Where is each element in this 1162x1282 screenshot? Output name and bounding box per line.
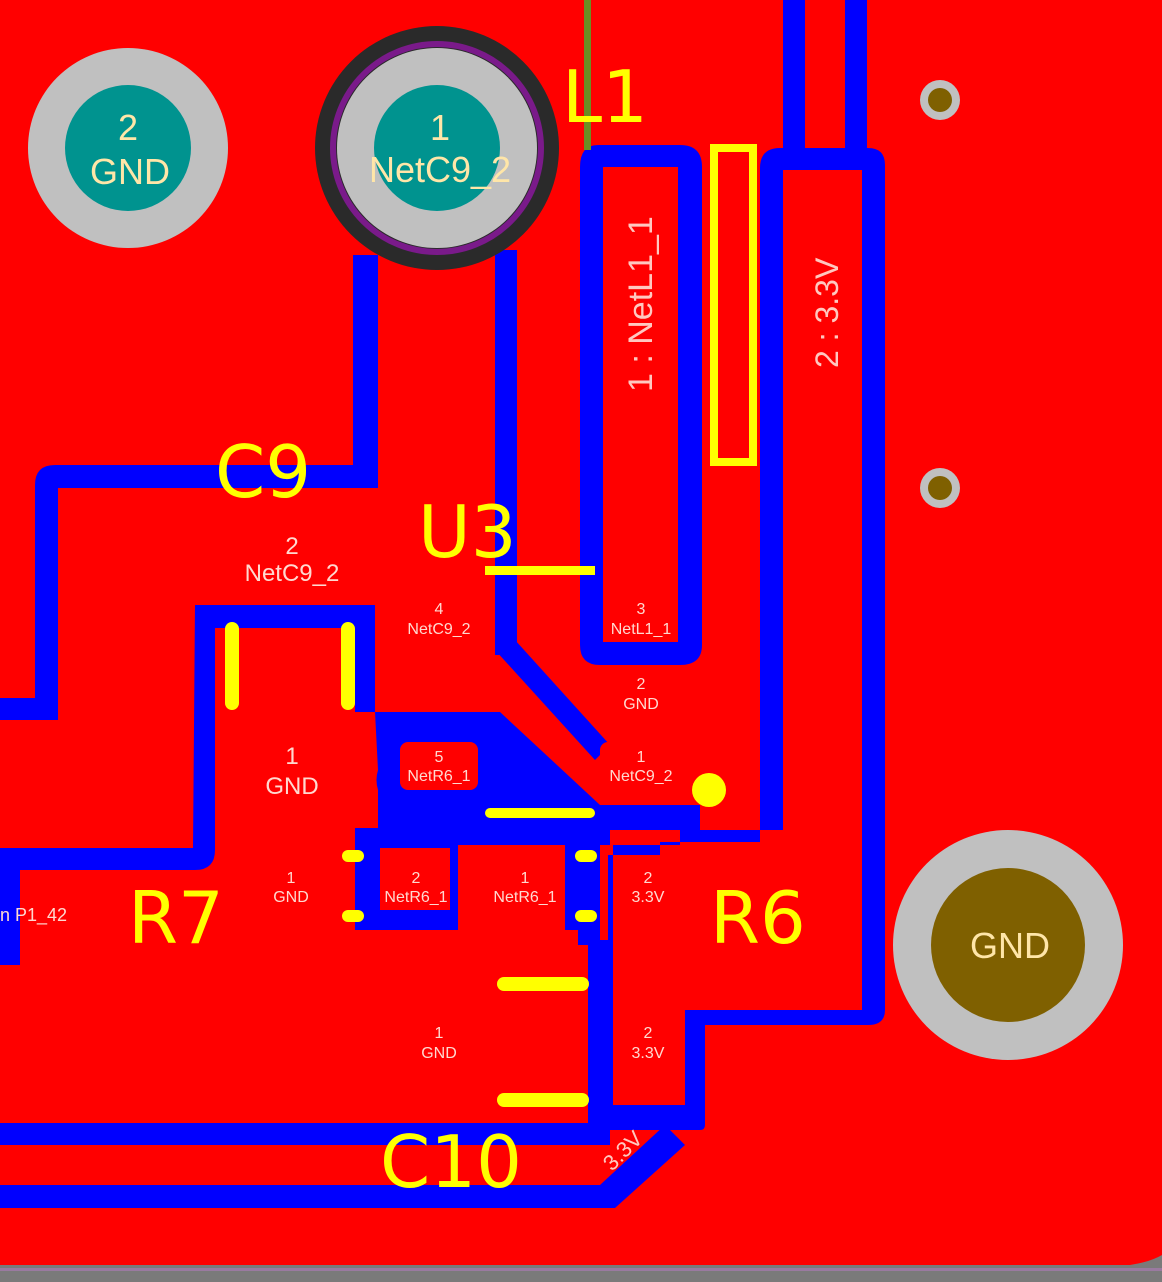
netc9-pad-net: NetC9_2: [369, 149, 511, 190]
r7-silk-dot-top: [342, 850, 364, 862]
r7-pad2: [380, 848, 450, 910]
c9-pad1-net: GND: [265, 773, 318, 800]
diagonal-trace: [495, 640, 610, 760]
l1-pad2-label: 2 : 3.3V: [809, 257, 845, 368]
c9-left-trace: [0, 255, 378, 720]
r6-pad1-number: 1: [521, 870, 530, 887]
designator-l1[interactable]: L1: [562, 55, 648, 139]
u3-pad1-number: 1: [637, 749, 646, 766]
c10-right-edge: [588, 940, 610, 1145]
c10-pad2-net: 3.3V: [632, 1045, 665, 1062]
gnd-pad-net: GND: [90, 151, 170, 192]
l1-pad1-label: 1 : NetL1_1: [622, 216, 660, 392]
copper-pads: [380, 167, 678, 910]
mount-hole-center: [931, 868, 1085, 1022]
c10-silk-top: [497, 977, 589, 991]
u3-silk-lower: [485, 808, 595, 818]
c9-silk-right: [341, 622, 355, 710]
designator-c9[interactable]: C9: [215, 430, 311, 514]
gnd-pad-number: 2: [118, 107, 138, 148]
netc9-pad-hole: [374, 85, 500, 211]
mount-hole-gnd[interactable]: GND: [893, 830, 1123, 1060]
c10-pad2-number: 2: [644, 1025, 653, 1042]
board-edge-line: [0, 1268, 1162, 1271]
l1-pad1-clearance: [580, 145, 702, 665]
u3-pad5: [400, 742, 478, 790]
netc9-right-leg: [495, 250, 517, 655]
via-top[interactable]: [920, 80, 960, 120]
via-mid[interactable]: [920, 468, 960, 508]
silkscreen-marks: [225, 0, 757, 1107]
through-hole-netc9[interactable]: 1 NetC9_2: [315, 26, 559, 270]
through-hole-gnd[interactable]: 2 GND: [28, 48, 228, 248]
l1-lead-line: [584, 0, 591, 150]
l1-body-outline: [710, 144, 757, 466]
u3-pad1: [600, 742, 678, 790]
u3-silk-bar: [485, 566, 595, 575]
r7-pad1-net: GND: [273, 889, 309, 906]
r7-pad1-number: 1: [287, 870, 296, 887]
r6-pad2-net: 3.3V: [632, 889, 665, 906]
netc9-pad-number: 1: [430, 107, 450, 148]
u3-pad3-net: NetL1_1: [611, 621, 672, 638]
via-mid-hole: [928, 476, 952, 500]
bottom-trace-lower: [0, 1125, 685, 1208]
c9-pad2-number: 2: [285, 533, 298, 560]
r6-silk-dot-bottom: [575, 910, 597, 922]
l1-pad1-copper: [603, 167, 678, 642]
r7-pad2-number: 2: [412, 870, 421, 887]
designator-r7[interactable]: R7: [128, 876, 224, 960]
gnd-pad-hole: [65, 85, 191, 211]
r6-pad1: [488, 848, 558, 910]
r6-silk-dot-top: [575, 850, 597, 862]
r7-pad2-net: NetR6_1: [384, 889, 447, 906]
designator-r6[interactable]: R6: [710, 876, 806, 960]
c10-pad1-number: 1: [435, 1025, 444, 1042]
mount-hole-net: GND: [970, 925, 1050, 966]
u3-pad5-number: 5: [435, 749, 444, 766]
netc9-purple-ring: [330, 41, 544, 255]
designator-u3[interactable]: U3: [418, 490, 517, 574]
u3-pad2-net: GND: [623, 696, 659, 713]
u3-pad4-net: NetC9_2: [407, 621, 470, 638]
c9-pad1-number: 1: [285, 743, 298, 770]
u3-pad5-net: NetR6_1: [407, 768, 470, 785]
u3-pad4-number: 4: [435, 601, 444, 618]
bottom-trace-upper: [0, 1123, 600, 1145]
c9-pad2-net: NetC9_2: [245, 560, 340, 587]
c9-silk-left: [225, 622, 239, 710]
u3-pad2-number: 2: [637, 676, 646, 693]
c10-pad1-net: GND: [421, 1045, 457, 1062]
designator-c10[interactable]: C10: [380, 1120, 522, 1204]
u3-pad1-net: NetC9_2: [609, 768, 672, 785]
r7-silk-dot-bottom: [342, 910, 364, 922]
c10-silk-bottom: [497, 1093, 589, 1107]
u3-pad3-number: 3: [637, 601, 646, 618]
r6-pad1-net: NetR6_1: [493, 889, 556, 906]
u3-pin1-dot: [692, 773, 726, 807]
trace-top-right-b: [845, 0, 867, 170]
trace-top-right-a: [783, 0, 805, 170]
via-top-hole: [928, 88, 952, 112]
r6-pad2-number: 2: [644, 870, 653, 887]
left-edge-net-label: n P1_42: [0, 905, 67, 926]
